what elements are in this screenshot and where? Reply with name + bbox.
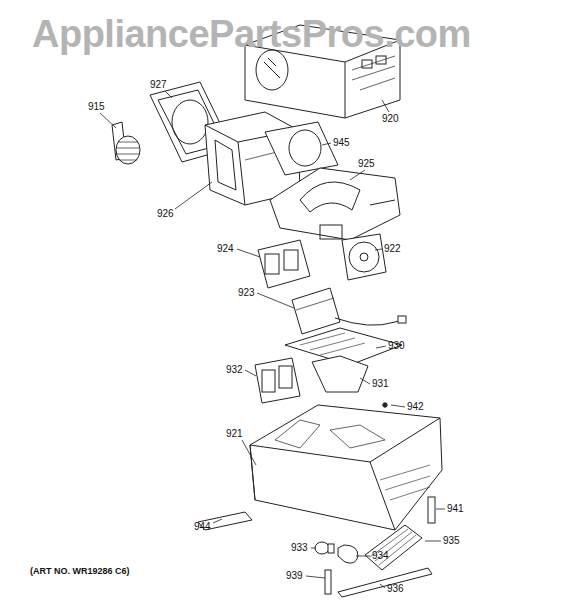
callout-number: 922 [384, 243, 401, 255]
callout-number: 945 [333, 137, 350, 149]
callout-number: 941 [447, 503, 464, 515]
callout-number: 934 [372, 550, 389, 562]
callout-number: 923 [238, 287, 255, 299]
callout-number: 935 [443, 535, 460, 547]
damper-part [112, 122, 140, 164]
duct-part [258, 240, 310, 288]
watermark: AppliancePartsPros.com [32, 12, 471, 56]
rod [325, 570, 331, 594]
callout-number: 920 [382, 113, 399, 125]
callout-number: 942 [407, 401, 424, 413]
callout-number: 921 [226, 428, 243, 440]
callout-number: 924 [217, 243, 234, 255]
callout-number: 932 [226, 364, 243, 376]
gasket [255, 358, 300, 403]
light-grille [365, 525, 422, 570]
leader-lines [100, 91, 445, 588]
callout-number: 931 [372, 378, 389, 390]
lamp-socket [315, 542, 334, 554]
callout-number: 926 [157, 208, 174, 220]
callout-number: 939 [286, 570, 303, 582]
fan-motor [342, 234, 386, 280]
heater-part [292, 288, 406, 334]
screw [383, 403, 387, 407]
callout-number: 933 [291, 542, 308, 554]
callout-number: 927 [150, 79, 167, 91]
ice-bucket-tray [250, 405, 442, 530]
light-bulb [338, 545, 358, 563]
baffle [312, 356, 368, 392]
evaporator-cover [270, 168, 400, 240]
callout-number: 925 [358, 158, 375, 170]
callout-number: 930 [388, 340, 405, 352]
rod [428, 497, 435, 523]
art-number: (ART NO. WR19286 C6) [30, 565, 130, 577]
trim-bar [338, 568, 432, 597]
gasket [265, 122, 338, 175]
callout-number: 944 [194, 521, 211, 533]
callout-number: 915 [88, 101, 105, 113]
callout-number: 936 [387, 583, 404, 595]
